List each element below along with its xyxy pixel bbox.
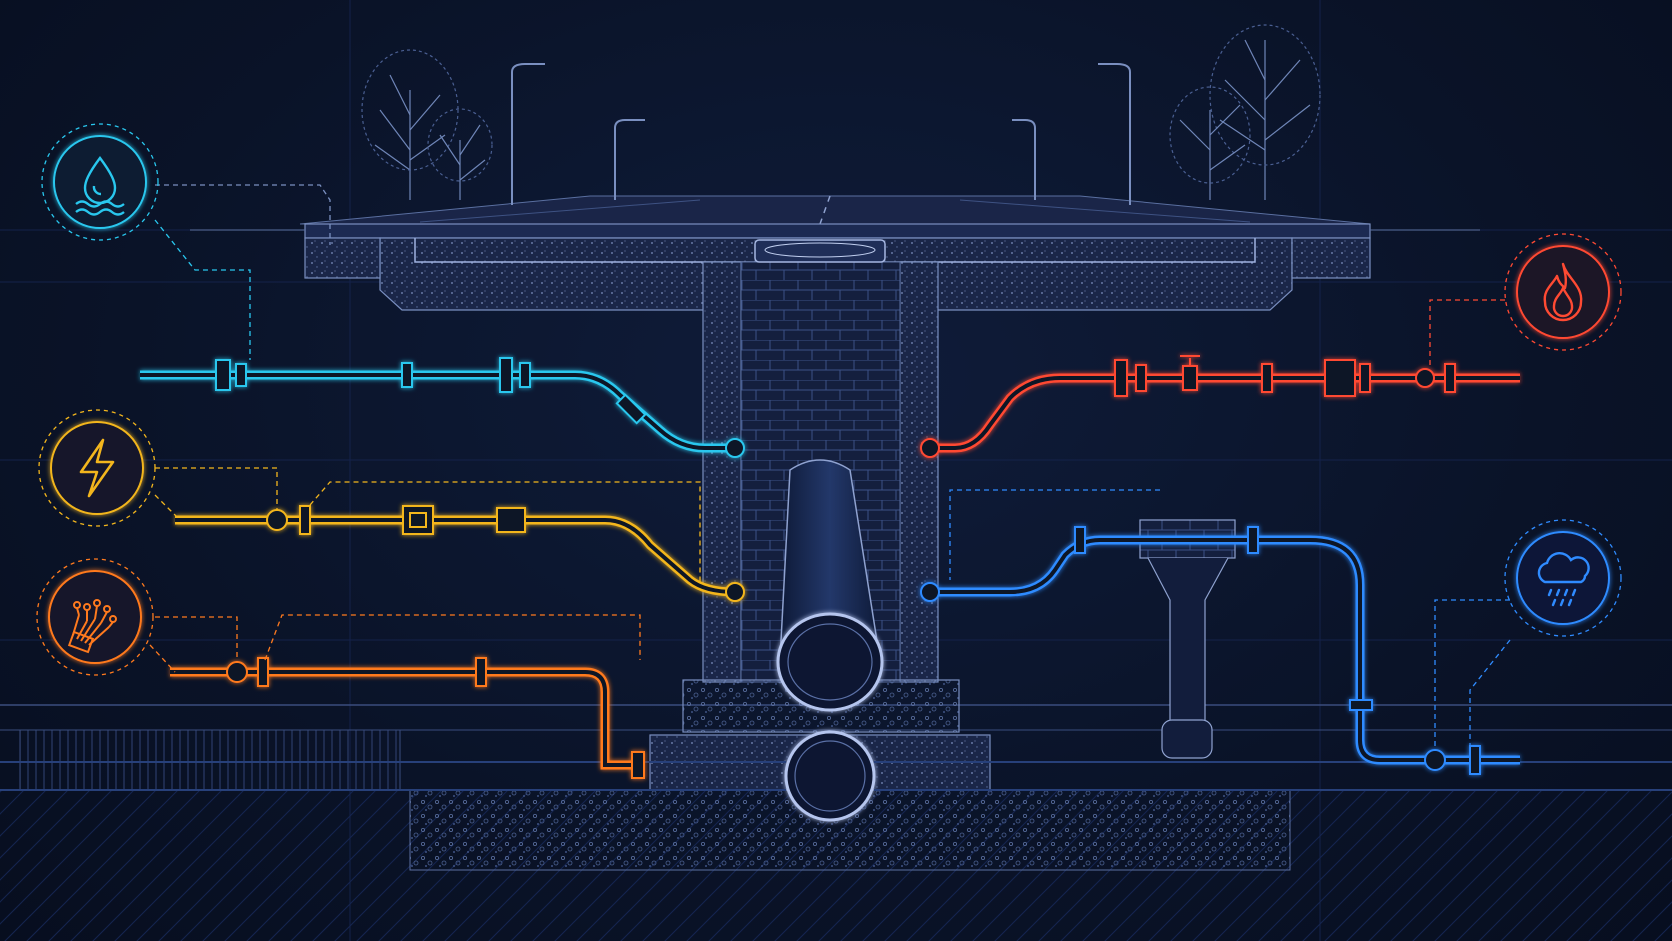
fiber-optic-conduit — [170, 657, 645, 779]
water-icon-badge — [41, 123, 159, 241]
sewer-main-pipe — [0, 459, 1672, 822]
gas-icon-badge — [1504, 233, 1622, 351]
fiber-optic-icon — [67, 599, 117, 654]
flame-icon — [1543, 262, 1583, 322]
retaining-grid-left — [19, 729, 401, 791]
manhole-cover — [754, 239, 886, 263]
road-slab — [190, 223, 1480, 311]
curb-left — [304, 237, 381, 279]
sewer-pipe-lower-cross-section — [784, 730, 876, 822]
water-pipe — [140, 357, 745, 458]
callout-leaders — [149, 184, 1511, 750]
curb-right — [1291, 237, 1371, 279]
electric-conduit — [175, 505, 745, 602]
tree-right-1 — [1209, 24, 1321, 200]
trees — [361, 24, 1321, 200]
street-lights — [511, 63, 1131, 205]
fiber-icon-badge — [36, 558, 154, 676]
road-surface — [299, 195, 1371, 225]
lightning-bolt-icon — [79, 438, 115, 498]
tree-right-2 — [1169, 86, 1251, 200]
electric-icon-badge — [38, 409, 156, 527]
rain-cloud-icon — [1537, 552, 1590, 607]
storm-icon-badge — [1504, 519, 1622, 637]
storm-drain-pipe — [920, 526, 1520, 775]
tree-left-1 — [361, 49, 459, 200]
gas-pipe — [920, 355, 1520, 458]
water-drop-icon — [75, 155, 125, 216]
tree-left-2 — [427, 108, 493, 200]
storm-inlet — [1139, 519, 1236, 759]
